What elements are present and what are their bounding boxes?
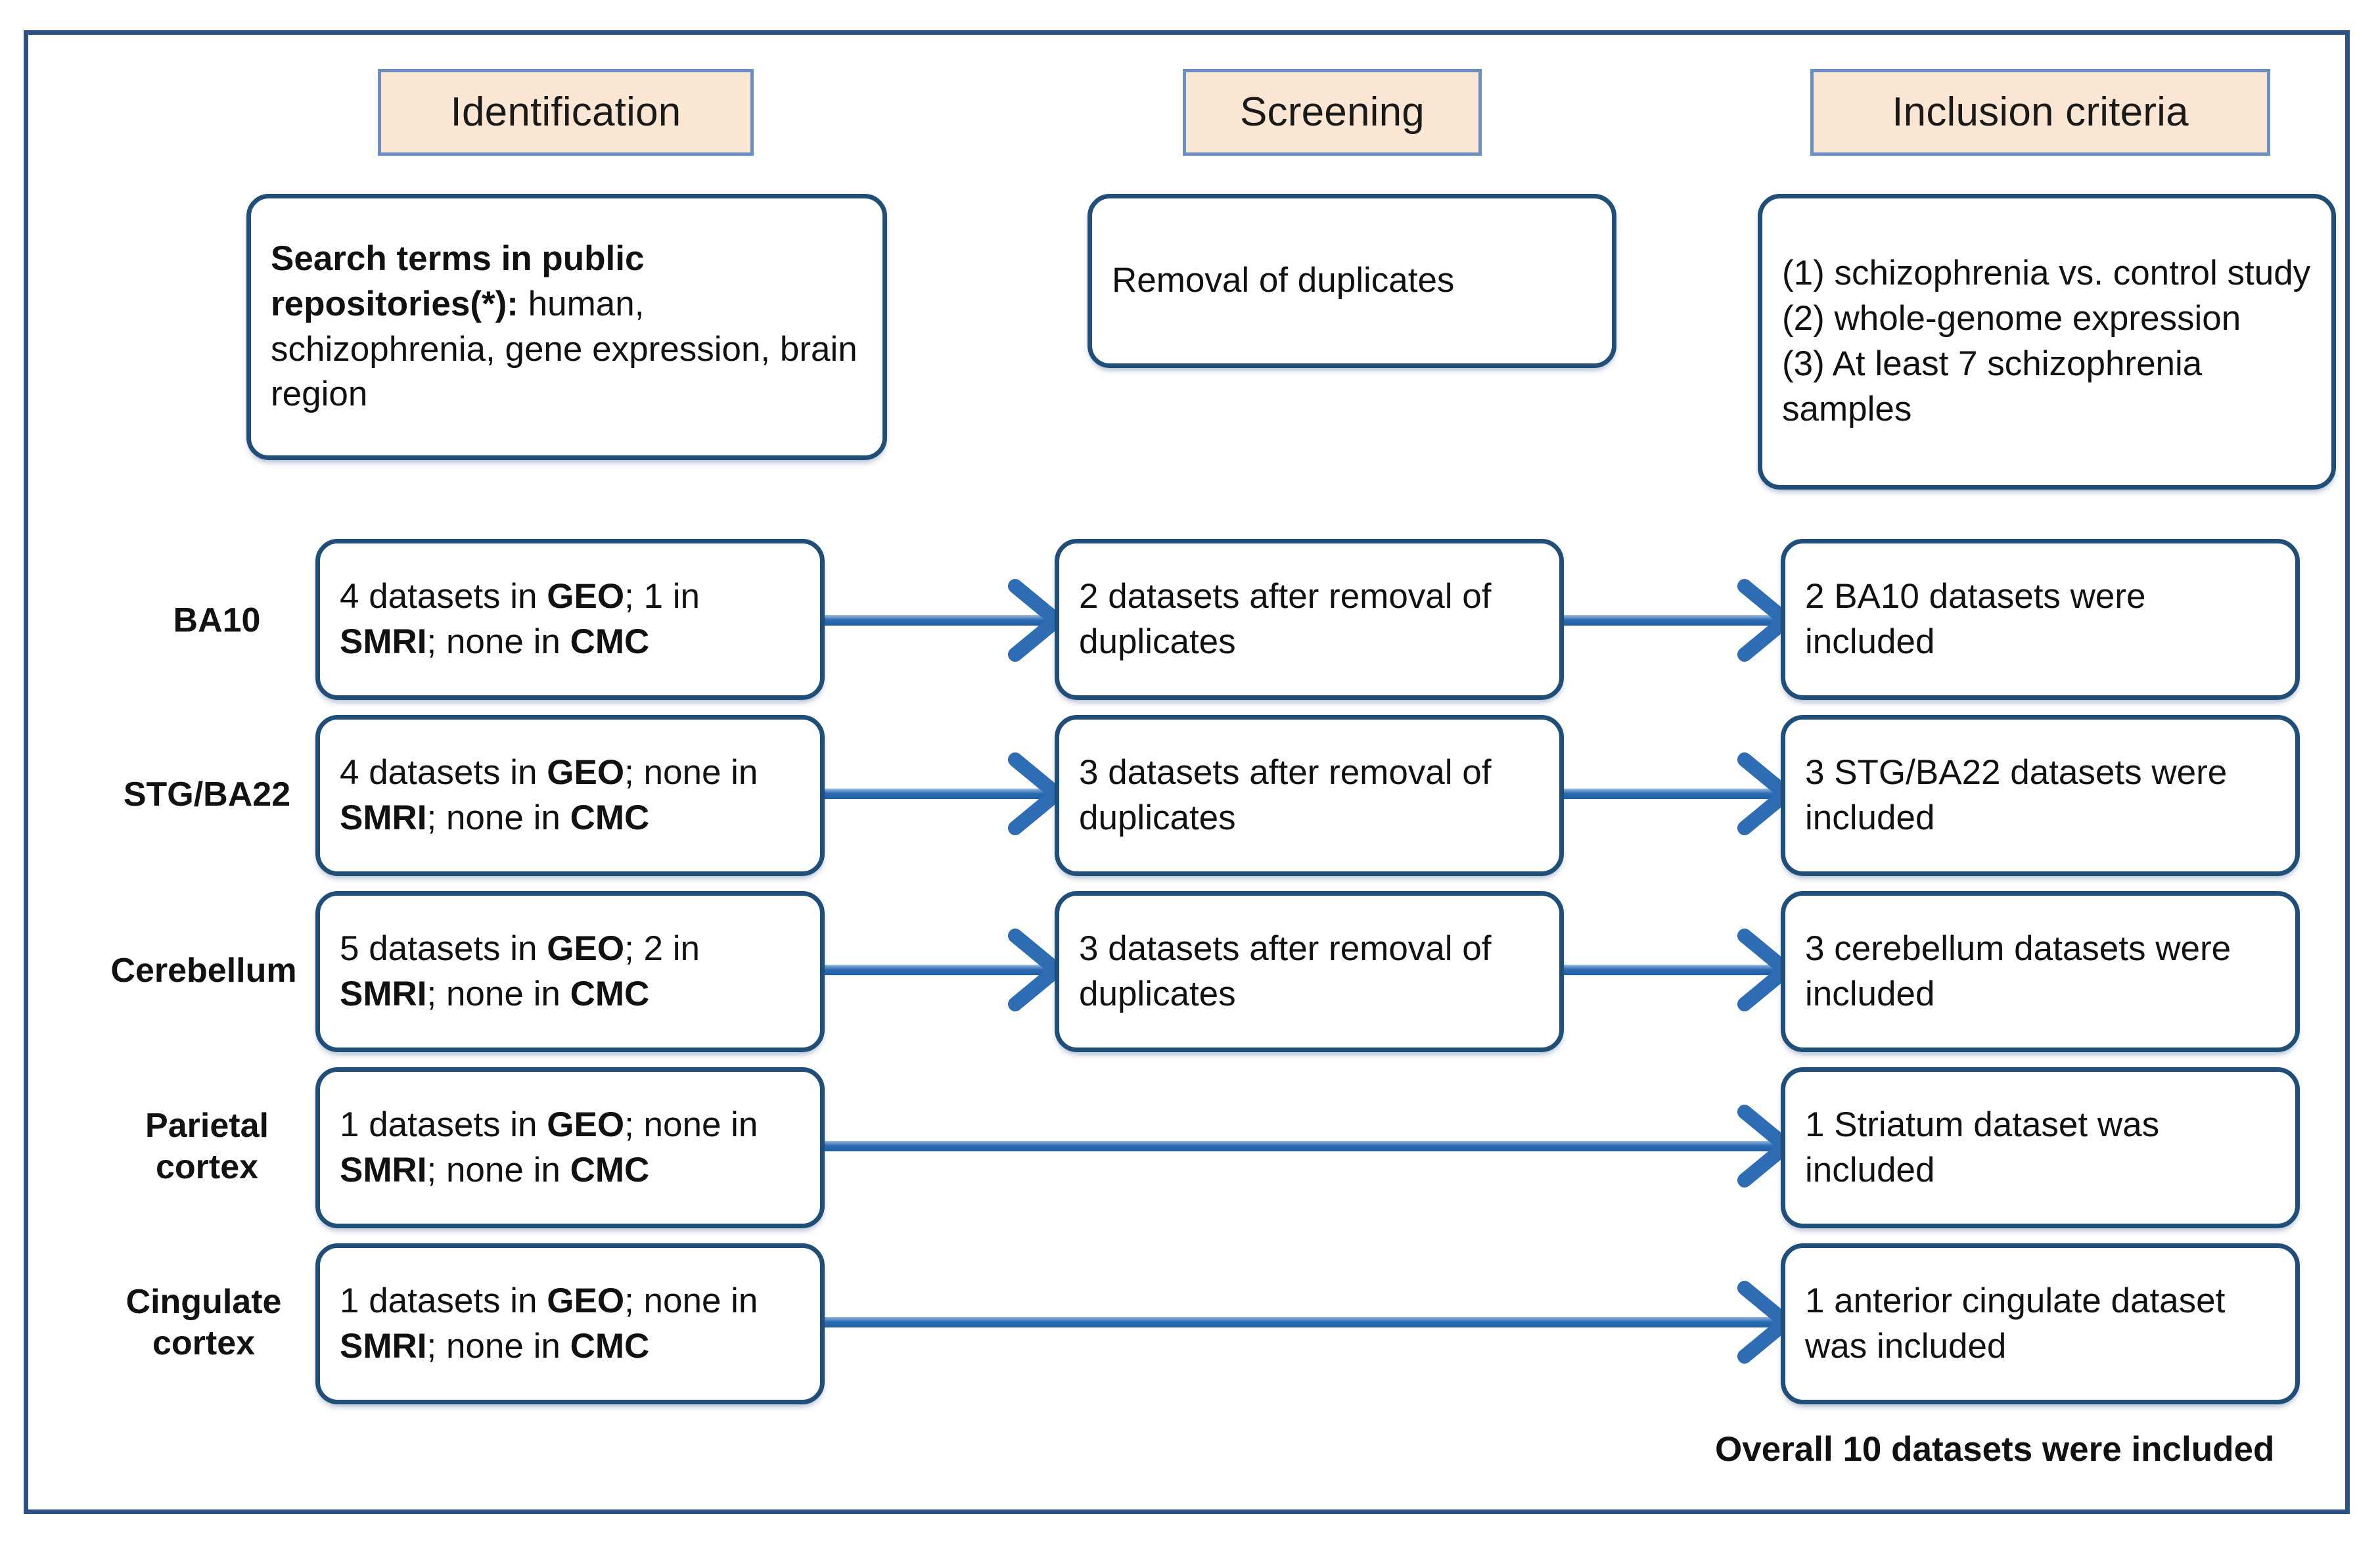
seg-plain: ; none in <box>426 622 570 661</box>
node-parietal-inclusion-text: 1 Striatum dataset was included <box>1805 1105 2160 1189</box>
node-stg-ba22-screening: 3 datasets after removal of duplicates <box>1055 715 1564 876</box>
seg-bold-smri: SMRI <box>340 1326 427 1366</box>
seg-plain: ; none in <box>426 798 570 837</box>
node-parietal-identification-text: 1 datasets in GEO; none in SMRI; none in… <box>340 1103 800 1193</box>
node-ba10-identification-text: 4 datasets in GEO; 1 in SMRI; none in CM… <box>340 574 800 665</box>
stage-header-inclusion-criteria: Inclusion criteria <box>1810 69 2270 156</box>
node-removal-of-duplicates: Removal of duplicates <box>1087 194 1616 368</box>
row-label-cingulate-cortex: Cingulate cortex <box>92 1264 315 1382</box>
seg-plain: ; none in <box>624 1281 758 1320</box>
node-stg-ba22-identification: 4 datasets in GEO; none in SMRI; none in… <box>315 715 825 876</box>
seg-bold-smri: SMRI <box>340 974 427 1013</box>
seg-plain: ; none in <box>426 974 570 1013</box>
node-cerebellum-identification-text: 5 datasets in GEO; 2 in SMRI; none in CM… <box>340 927 800 1017</box>
seg-bold-smri: SMRI <box>340 622 427 661</box>
seg-plain: 1 datasets in <box>340 1281 547 1320</box>
node-ba10-identification: 4 datasets in GEO; 1 in SMRI; none in CM… <box>315 539 825 700</box>
seg-bold-cmc: CMC <box>570 974 650 1013</box>
node-stg-ba22-inclusion-text: 3 STG/BA22 datasets were included <box>1805 752 2228 837</box>
seg-bold-cmc: CMC <box>570 1150 650 1189</box>
node-parietal-inclusion: 1 Striatum dataset was included <box>1781 1067 2300 1228</box>
seg-bold-cmc: CMC <box>570 798 650 837</box>
stage-header-label: Screening <box>1240 89 1425 135</box>
seg-plain: ; none in <box>426 1326 570 1366</box>
seg-bold-geo: GEO <box>547 929 625 968</box>
node-search-terms-text: Search terms in public repositories(*): … <box>271 237 863 418</box>
seg-plain: ; none in <box>624 752 758 792</box>
criteria-line-3: (3) At least 7 schizophrenia samples <box>1782 344 2203 428</box>
seg-plain: 5 datasets in <box>340 929 547 968</box>
node-inclusion-criteria-list: (1) schizophrenia vs. control study (2) … <box>1758 194 2336 490</box>
row-label-stg-ba22: STG/BA22 <box>99 749 315 841</box>
criteria-line-1: (1) schizophrenia vs. control study <box>1782 254 2311 293</box>
seg-bold-geo: GEO <box>547 1281 625 1320</box>
stage-header-screening: Screening <box>1183 69 1482 156</box>
seg-plain: ; none in <box>624 1105 758 1144</box>
node-search-terms: Search terms in public repositories(*): … <box>246 194 887 460</box>
stage-header-label: Identification <box>450 89 681 135</box>
node-ba10-inclusion: 2 BA10 datasets were included <box>1781 539 2300 700</box>
node-cingulate-identification: 1 datasets in GEO; none in SMRI; none in… <box>315 1243 825 1404</box>
search-terms-rest: human, schizophrenia, gene expression, b… <box>271 284 858 414</box>
row-label-ba10: BA10 <box>118 575 315 667</box>
row-label-line: STG/BA22 <box>123 775 291 814</box>
node-inclusion-criteria-text: (1) schizophrenia vs. control study (2) … <box>1782 251 2312 432</box>
seg-plain: 4 datasets in <box>340 576 547 616</box>
node-cerebellum-inclusion: 3 cerebellum datasets were included <box>1781 891 2300 1052</box>
node-ba10-screening: 2 datasets after removal of duplicates <box>1055 539 1564 700</box>
node-ba10-screening-text: 2 datasets after removal of duplicates <box>1079 576 1492 661</box>
row-label-line: Cerebellum <box>110 952 297 990</box>
node-stg-ba22-identification-text: 4 datasets in GEO; none in SMRI; none in… <box>340 750 800 841</box>
node-ba10-inclusion-text: 2 BA10 datasets were included <box>1805 576 2146 661</box>
node-removal-of-duplicates-text: Removal of duplicates <box>1112 261 1455 300</box>
seg-bold-geo: GEO <box>547 752 625 792</box>
stage-header-identification: Identification <box>378 69 754 156</box>
seg-plain: 1 datasets in <box>340 1105 547 1144</box>
node-cingulate-identification-text: 1 datasets in GEO; none in SMRI; none in… <box>340 1279 800 1370</box>
row-label-line: cortex <box>152 1324 256 1362</box>
row-label-line: cortex <box>155 1148 259 1186</box>
row-label-line: Cingulate <box>126 1282 282 1321</box>
node-parietal-identification: 1 datasets in GEO; none in SMRI; none in… <box>315 1067 825 1228</box>
seg-bold-smri: SMRI <box>340 798 427 837</box>
row-label-parietal-cortex: Parietal cortex <box>99 1088 315 1206</box>
seg-plain: ; 1 in <box>624 576 700 616</box>
stage-header-label: Inclusion criteria <box>1892 89 2189 135</box>
node-cerebellum-screening-text: 3 datasets after removal of duplicates <box>1079 929 1492 1013</box>
seg-plain: ; none in <box>426 1150 570 1189</box>
seg-bold-smri: SMRI <box>340 1150 427 1189</box>
seg-bold-cmc: CMC <box>570 1326 650 1366</box>
node-stg-ba22-inclusion: 3 STG/BA22 datasets were included <box>1781 715 2300 876</box>
node-cingulate-inclusion-text: 1 anterior cingulate dataset was include… <box>1805 1281 2226 1366</box>
footer-total-datasets: Overall 10 datasets were included <box>1715 1430 2275 1469</box>
seg-bold-geo: GEO <box>547 576 625 616</box>
criteria-line-2: (2) whole-genome expression <box>1782 299 2241 338</box>
node-cerebellum-inclusion-text: 3 cerebellum datasets were included <box>1805 929 2231 1013</box>
seg-bold-cmc: CMC <box>570 622 650 661</box>
row-label-line: Parietal <box>145 1106 269 1145</box>
seg-plain: 4 datasets in <box>340 752 547 792</box>
search-terms-bold-lead: Search terms in public repositories(*): <box>271 239 645 323</box>
node-cerebellum-identification: 5 datasets in GEO; 2 in SMRI; none in CM… <box>315 891 825 1052</box>
node-stg-ba22-screening-text: 3 datasets after removal of duplicates <box>1079 752 1492 837</box>
seg-plain: ; 2 in <box>624 929 700 968</box>
row-label-line: BA10 <box>173 601 261 640</box>
node-cerebellum-screening: 3 datasets after removal of duplicates <box>1055 891 1564 1052</box>
seg-bold-geo: GEO <box>547 1105 625 1144</box>
row-label-cerebellum: Cerebellum <box>92 925 315 1017</box>
node-cingulate-inclusion: 1 anterior cingulate dataset was include… <box>1781 1243 2300 1404</box>
